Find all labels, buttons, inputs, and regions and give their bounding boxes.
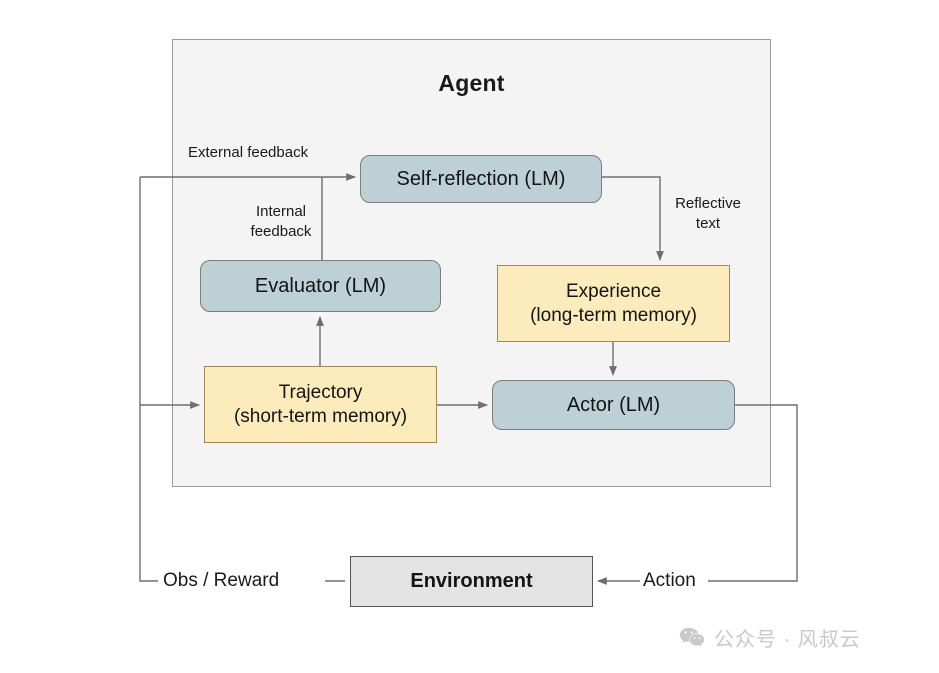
node-trajectory-sublabel: (short-term memory) — [233, 405, 408, 427]
node-self-reflection[interactable]: Self-reflection (LM) — [360, 155, 602, 203]
node-actor-label: Actor (LM) — [566, 393, 661, 416]
watermark-text: 公众号 · 风叔云 — [714, 629, 861, 651]
edge-label-reflective-text-line2: text — [695, 214, 721, 232]
node-experience-label: Experience — [565, 281, 662, 303]
edge-label-reflective-text-line1: Reflective — [675, 195, 741, 212]
wechat-icon — [679, 627, 705, 647]
edge-label-internal-feedback-line1: Internal — [255, 203, 307, 220]
edge-label-external-feedback: External feedback — [188, 144, 309, 161]
wire-obs-reward-trunk — [139, 177, 158, 582]
node-environment[interactable]: Environment — [350, 556, 593, 607]
node-environment-label: Environment — [410, 570, 533, 593]
node-evaluator-label: Evaluator (LM) — [254, 274, 387, 297]
node-experience-sublabel: (long-term memory) — [530, 304, 697, 326]
node-self-reflection-label: Self-reflection (LM) — [396, 167, 566, 190]
node-evaluator[interactable]: Evaluator (LM) — [200, 260, 441, 312]
node-experience[interactable]: Experience (long-term memory) — [497, 265, 730, 342]
node-experience-text: Experience (long-term memory) — [530, 280, 697, 326]
node-trajectory-text: Trajectory (short-term memory) — [234, 381, 407, 427]
watermark: 公众号 · 风叔云 — [679, 623, 861, 652]
node-trajectory-label: Trajectory — [278, 382, 363, 404]
node-trajectory[interactable]: Trajectory (short-term memory) — [204, 366, 437, 443]
edge-label-action: Action — [643, 570, 696, 591]
edge-label-internal-feedback-line2: feedback — [250, 222, 312, 240]
edge-label-internal-feedback: Internal feedback — [238, 202, 324, 242]
agent-title: Agent — [438, 70, 505, 96]
edge-label-obs-reward: Obs / Reward — [163, 570, 280, 591]
node-actor[interactable]: Actor (LM) — [492, 380, 735, 430]
edge-label-reflective-text: Reflective text — [667, 194, 749, 234]
